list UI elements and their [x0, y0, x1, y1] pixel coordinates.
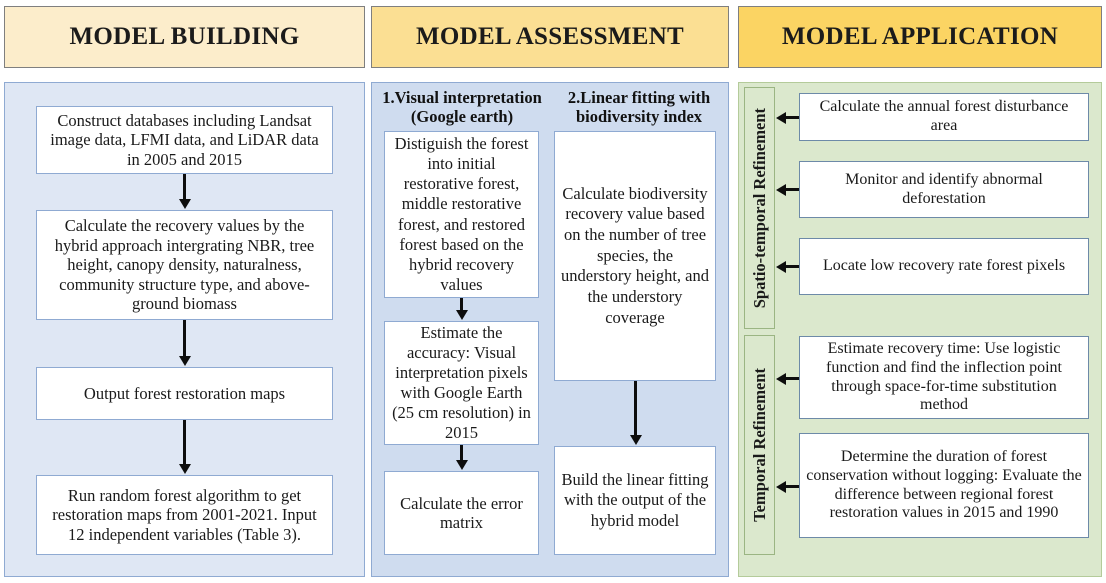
assessment-branch1-step-3: Calculate the error matrix: [384, 471, 539, 555]
building-step-2: Calculate the recovery values by the hyb…: [36, 210, 333, 320]
panel-model-application: Spatio-temporal Refinement Calculate the…: [738, 82, 1102, 577]
application-group-2-label-text: Temporal Refinement: [749, 368, 769, 522]
column-model-assessment: MODEL ASSESSMENT 1.Visual interpretation…: [371, 6, 729, 577]
arrow-assessment-b1-2-3: [460, 445, 463, 461]
arrow-assessment-b2-1-2: [634, 381, 637, 436]
arrow-application-g1-3: [785, 265, 799, 268]
header-model-assessment: MODEL ASSESSMENT: [371, 6, 729, 68]
arrow-application-g2-1: [785, 377, 799, 380]
application-group-1-item-2: Monitor and identify abnormal deforestat…: [799, 161, 1089, 218]
arrow-assessment-b1-1-2: [460, 298, 463, 311]
application-group-1-item-1: Calculate the annual forest disturbance …: [799, 93, 1089, 141]
column-model-building: MODEL BUILDING Construct databases inclu…: [4, 6, 365, 577]
arrow-application-g2-2: [785, 485, 799, 488]
building-step-3: Output forest restoration maps: [36, 367, 333, 420]
building-step-1: Construct databases including Landsat im…: [36, 106, 333, 174]
assessment-branch2-step-2: Build the linear fitting with the output…: [554, 446, 716, 555]
assessment-branch1-step-2: Estimate the accuracy: Visual interpreta…: [384, 321, 539, 445]
panel-model-building: Construct databases including Landsat im…: [4, 82, 365, 577]
header-model-application: MODEL APPLICATION: [738, 6, 1102, 68]
panel-model-assessment: 1.Visual interpretation (Google earth) 2…: [371, 82, 729, 577]
building-step-4: Run random forest algorithm to get resto…: [36, 475, 333, 555]
application-group-1-label: Spatio-temporal Refinement: [744, 87, 775, 329]
arrow-application-g1-2: [785, 188, 799, 191]
application-group-2-item-1: Estimate recovery time: Use logistic fun…: [799, 336, 1089, 419]
assessment-branch1-title-line2: (Google earth): [410, 107, 514, 126]
application-group-2-label: Temporal Refinement: [744, 335, 775, 555]
arrow-building-1-2: [183, 174, 186, 200]
assessment-branch1-step-1: Distiguish the forest into initial resto…: [384, 131, 539, 298]
header-model-building: MODEL BUILDING: [4, 6, 365, 68]
application-group-1-item-3: Locate low recovery rate forest pixels: [799, 238, 1089, 295]
column-model-application: MODEL APPLICATION Spatio-temporal Refine…: [738, 6, 1102, 577]
assessment-branch2-title-line2: biodiversity index: [575, 107, 703, 126]
arrow-building-2-3: [183, 320, 186, 357]
assessment-branch2-title-line1: 2.Linear fitting with: [567, 88, 711, 107]
application-group-2-item-2: Determine the duration of forest conserv…: [799, 433, 1089, 538]
assessment-branch2-step-1: Calculate biodiversity recovery value ba…: [554, 131, 716, 381]
application-group-1-label-text: Spatio-temporal Refinement: [749, 107, 769, 309]
assessment-branch1-title-line1: 1.Visual interpretation: [382, 88, 542, 107]
arrow-application-g1-1: [785, 116, 799, 119]
arrow-building-3-4: [183, 420, 186, 465]
